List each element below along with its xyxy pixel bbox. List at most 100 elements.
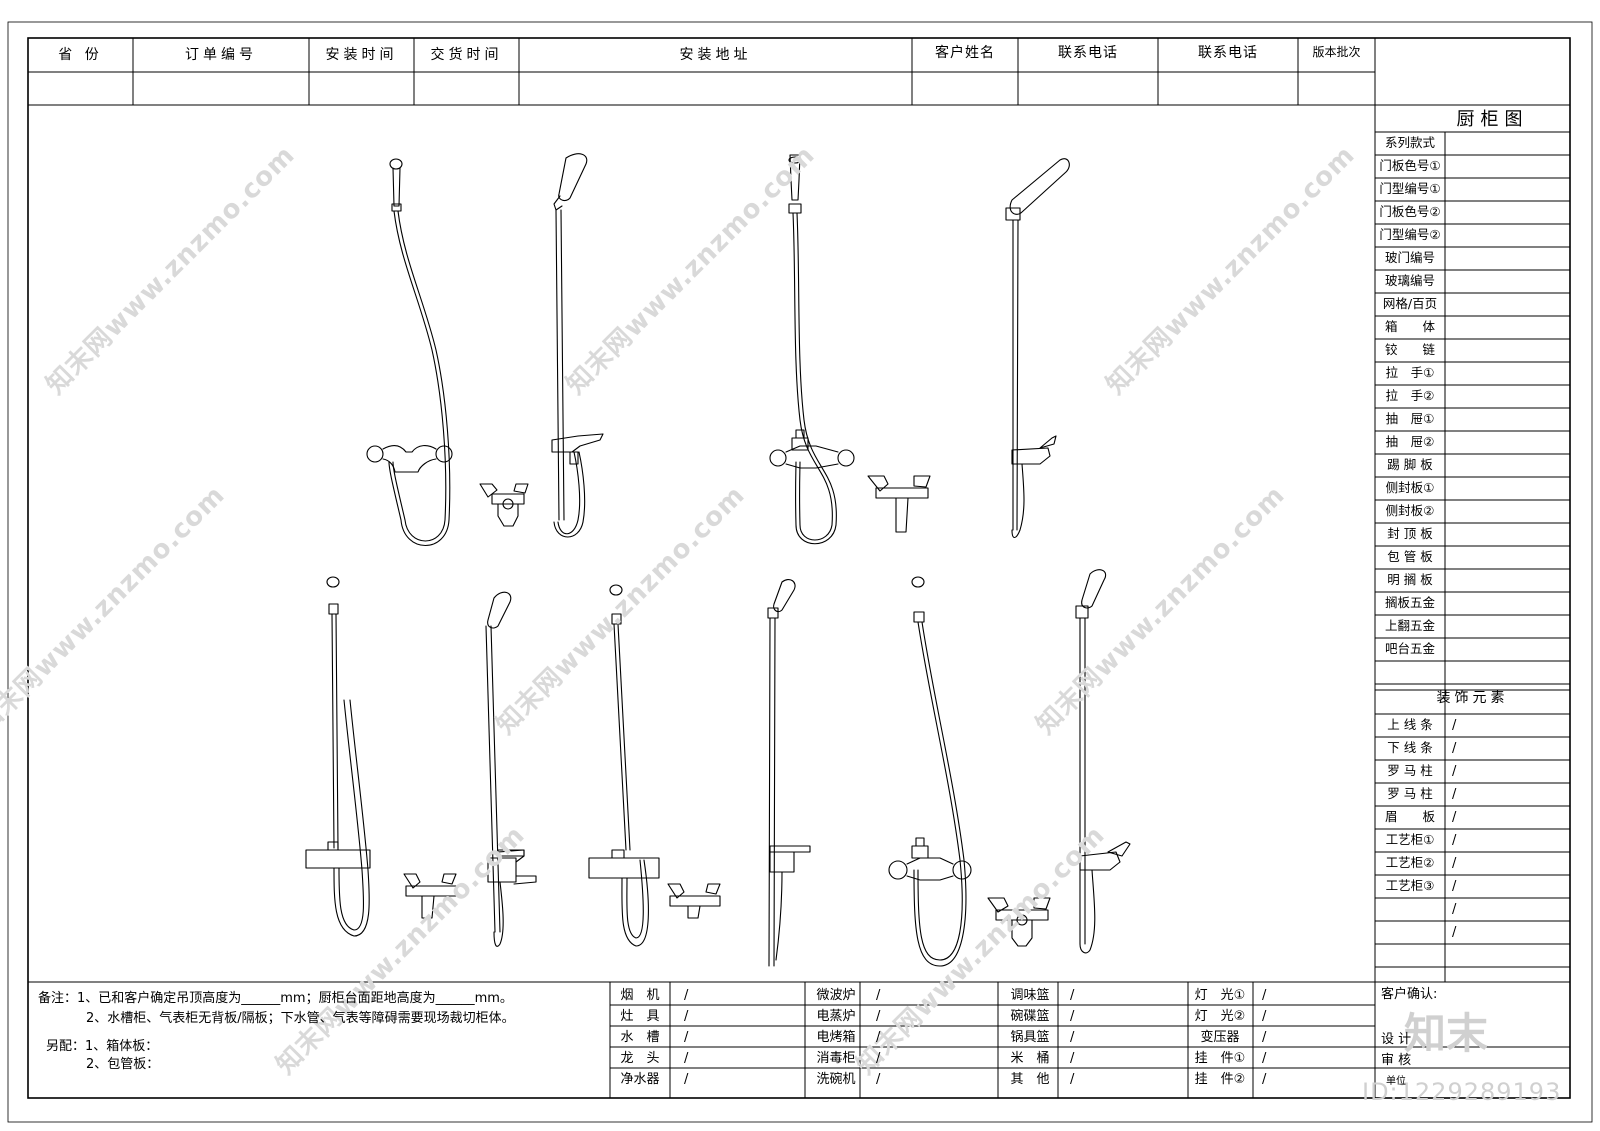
header-phone-2: 联系电话: [1198, 45, 1258, 61]
right-panel-item: 包 管 板: [1387, 549, 1433, 564]
unit-label: 单位: [1386, 1076, 1406, 1087]
appliance-label: 消毒柜: [816, 1051, 856, 1066]
appliance-label: 洗碗机: [816, 1072, 856, 1087]
appliance-label: 电蒸炉: [816, 1009, 856, 1024]
right-panel-item: 门板色号②: [1379, 204, 1441, 219]
right-panel-item: 抽 屉②: [1385, 434, 1435, 449]
slash-mark: /: [876, 988, 881, 1003]
appliance-label: 水 槽: [620, 1030, 660, 1045]
slash-mark: /: [1452, 764, 1457, 779]
slash-mark: /: [876, 1051, 881, 1066]
mixer-valve-1: [479, 483, 529, 527]
customer-confirm-label: 客户确认:: [1381, 987, 1438, 1002]
header-order-number: 订单编号: [185, 47, 257, 63]
appliance-label: 灶 具: [620, 1009, 660, 1024]
appliance-label: 电烤箱: [816, 1030, 856, 1045]
slash-mark: /: [1262, 1072, 1267, 1087]
right-panel-item: 上翻五金: [1384, 618, 1435, 633]
right-panel-item: 门型编号①: [1379, 181, 1441, 196]
note-line-4: 2、包管板：: [86, 1057, 160, 1072]
header-install-time: 安装时间: [325, 47, 398, 63]
right-panel-item: 拉 手①: [1385, 365, 1435, 380]
shower-illustrations: [305, 153, 1131, 967]
note-line-1: 备注：1、已和客户确定吊顶高度为______mm；厨柜台面距地高度为______…: [38, 991, 513, 1006]
review-label: 审 核: [1381, 1053, 1412, 1068]
appliance-label: 龙 头: [620, 1051, 660, 1066]
decoration-item: 罗 马 柱: [1387, 763, 1433, 778]
slash-mark: /: [1262, 1009, 1267, 1024]
mixer-valve-3: [867, 475, 931, 533]
appliance-label: 微波炉: [816, 988, 856, 1003]
shower-set-7: [588, 584, 660, 947]
decoration-item: 眉 板: [1384, 809, 1435, 824]
appliance-label: 挂 件②: [1194, 1072, 1246, 1087]
header-province: 省 份: [58, 47, 103, 63]
decoration-item: 工艺柜③: [1385, 878, 1435, 893]
right-panel-item: 踢 脚 板: [1387, 457, 1433, 472]
appliance-label: 灯 光②: [1194, 1009, 1246, 1024]
right-panel-item: 明 搁 板: [1387, 572, 1433, 587]
slash-mark: /: [684, 1030, 689, 1045]
right-panel-item: 网格/百页: [1382, 296, 1438, 311]
shower-set-4: [1005, 158, 1070, 539]
slash-mark: /: [1452, 925, 1457, 940]
slash-mark: /: [1262, 988, 1267, 1003]
slash-mark: /: [876, 1072, 881, 1087]
right-panel-item: 门型编号②: [1379, 227, 1441, 242]
slash-mark: /: [1262, 1051, 1267, 1066]
appliance-label: 其 他: [1010, 1072, 1050, 1087]
appliance-label: 烟 机: [620, 988, 660, 1003]
shower-set-6: [485, 591, 537, 947]
slash-mark: /: [684, 1051, 689, 1066]
decoration-item: 罗 马 柱: [1387, 786, 1433, 801]
right-panel-item: 搁板五金: [1384, 595, 1435, 610]
header-delivery-time: 交货时间: [430, 47, 503, 63]
slash-mark: /: [1070, 1030, 1075, 1045]
right-panel-item: 侧封板①: [1385, 480, 1435, 495]
right-panel-item: 玻璃编号: [1384, 273, 1435, 288]
appliance-label: 净水器: [620, 1072, 660, 1087]
cabinet-drawing-title: 厨柜图: [1456, 109, 1529, 130]
decoration-item: 下 线 条: [1387, 740, 1433, 755]
id-watermark: ID:1229289193: [1362, 1078, 1562, 1106]
header-version: 版本批次: [1312, 45, 1361, 59]
logo-watermark: 知末: [1404, 1009, 1489, 1058]
slash-mark: /: [876, 1009, 881, 1024]
appliance-label: 灯 光①: [1194, 988, 1246, 1003]
shower-set-8: [767, 579, 811, 967]
slash-mark: /: [1452, 810, 1457, 825]
appliance-label: 调味篮: [1010, 988, 1050, 1003]
slash-mark: /: [1452, 833, 1457, 848]
note-line-3: 另配：1、箱体板：: [46, 1039, 159, 1054]
header-phone-1: 联系电话: [1058, 45, 1118, 61]
right-panel-item: 铰 链: [1384, 342, 1435, 357]
slash-mark: /: [1070, 988, 1075, 1003]
appliance-label: 锅具篮: [1010, 1030, 1050, 1045]
shower-set-1: [366, 158, 453, 546]
right-panel-item: 箱 体: [1384, 319, 1435, 334]
slash-mark: /: [1070, 1072, 1075, 1087]
appliance-label: 挂 件①: [1194, 1051, 1246, 1066]
slash-mark: /: [1452, 787, 1457, 802]
slash-mark: /: [1452, 902, 1457, 917]
right-panel-item: 门板色号①: [1379, 158, 1441, 173]
slash-mark: /: [1452, 856, 1457, 871]
right-panel-item: 抽 屉①: [1385, 411, 1435, 426]
mixer-valve-5: [403, 873, 457, 919]
right-panel-item: 吧台五金: [1384, 641, 1435, 656]
slash-mark: /: [1452, 741, 1457, 756]
decoration-item: 上 线 条: [1387, 717, 1433, 732]
shower-set-2: [551, 153, 604, 538]
right-panel-item: 封 顶 板: [1387, 526, 1433, 541]
slash-mark: /: [876, 1030, 881, 1045]
right-panel-item: 拉 手②: [1385, 388, 1435, 403]
shower-set-9: [888, 576, 972, 967]
appliance-label: 米 桶: [1010, 1051, 1050, 1066]
appliance-label: 碗碟篮: [1010, 1009, 1050, 1024]
appliance-label: 变压器: [1200, 1030, 1240, 1045]
slash-mark: /: [1070, 1009, 1075, 1024]
header-install-address: 安装地址: [679, 47, 752, 63]
shower-set-3: [769, 154, 855, 545]
mixer-valve-7: [667, 883, 721, 919]
